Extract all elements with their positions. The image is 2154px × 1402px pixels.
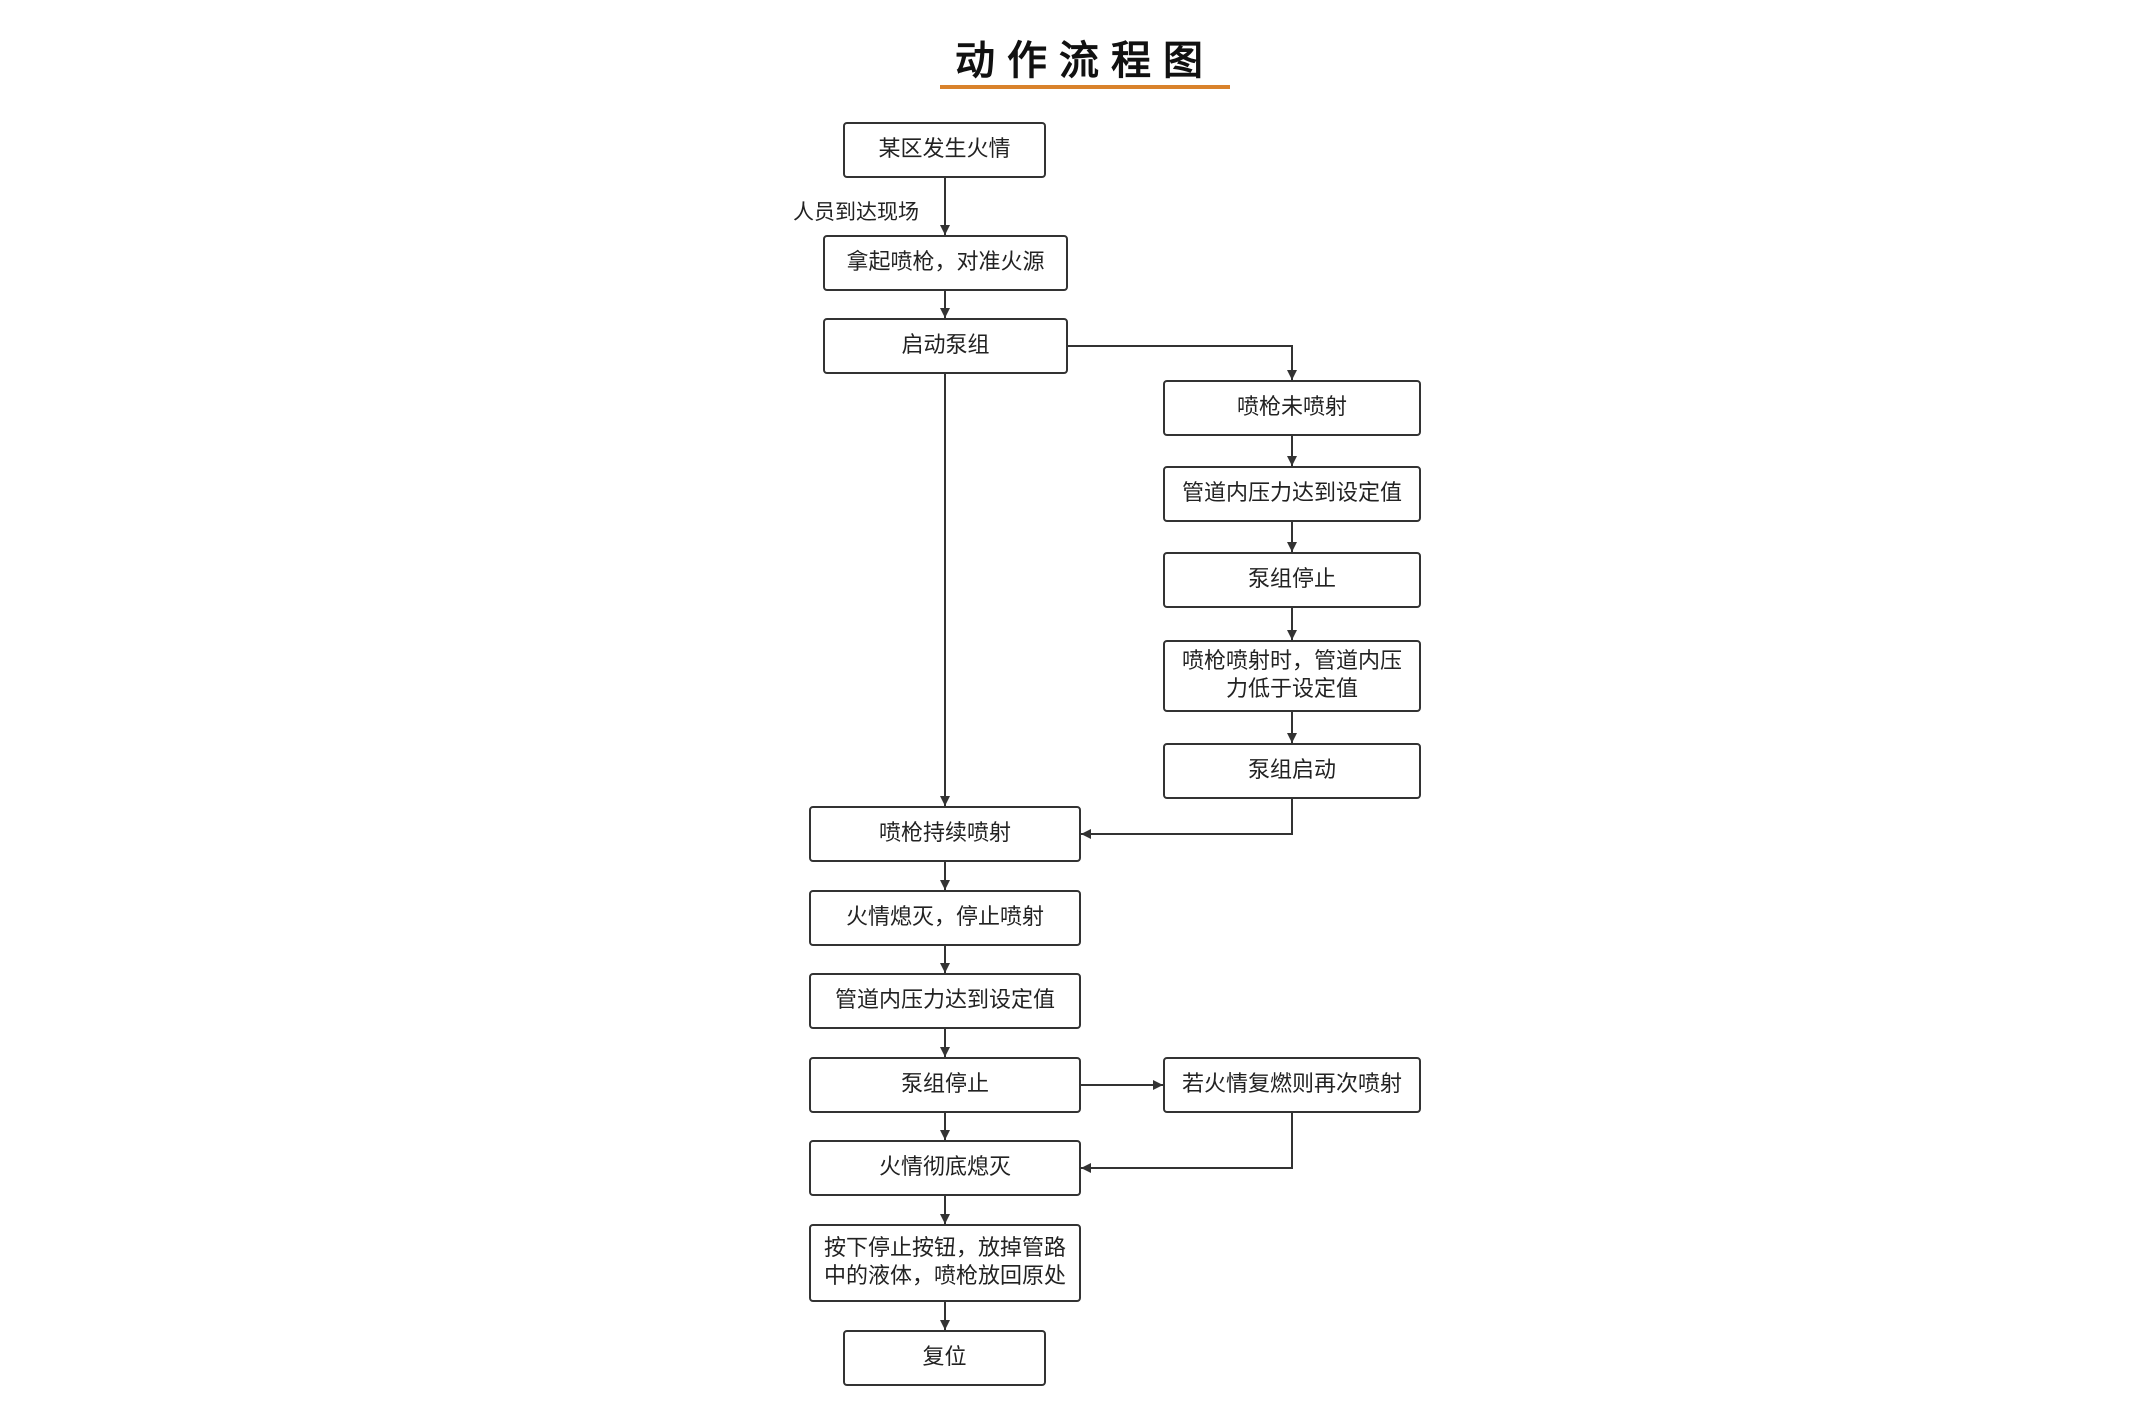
node-pump-stop-1: 泵组停止	[1163, 552, 1421, 608]
node-pressure-reached-2: 管道内压力达到设定值	[809, 973, 1081, 1029]
node-gun-not-spraying: 喷枪未喷射	[1163, 380, 1421, 436]
edge-label-arrive: 人员到达现场	[793, 200, 919, 224]
node-start-pump: 启动泵组	[823, 318, 1068, 374]
title-underline	[940, 85, 1230, 89]
edge-n8-to-n9	[1081, 799, 1293, 839]
node-pressure-below-setpoint: 喷枪喷射时，管道内压力低于设定值	[1163, 640, 1421, 712]
node-pressure-reached-1: 管道内压力达到设定值	[1163, 466, 1421, 522]
node-gun-continuous-spray: 喷枪持续喷射	[809, 806, 1081, 862]
edge-n13-to-n14	[1081, 1113, 1293, 1173]
node-press-stop-drain: 按下停止按钮，放掉管路中的液体，喷枪放回原处	[809, 1224, 1081, 1302]
node-fire-fully-out: 火情彻底熄灭	[809, 1140, 1081, 1196]
node-fire-out-stop-spray: 火情熄灭，停止喷射	[809, 890, 1081, 946]
node-pump-start: 泵组启动	[1163, 743, 1421, 799]
diagram-title: 动作流程图	[955, 38, 1215, 84]
node-reignite-spray-again: 若火情复燃则再次喷射	[1163, 1057, 1421, 1113]
node-fire-occurs: 某区发生火情	[843, 122, 1046, 178]
node-reset: 复位	[843, 1330, 1046, 1386]
edge-n3-to-n4	[1068, 345, 1297, 380]
node-pump-stop-2: 泵组停止	[809, 1057, 1081, 1113]
node-aim-spray-gun: 拿起喷枪，对准火源	[823, 235, 1068, 291]
